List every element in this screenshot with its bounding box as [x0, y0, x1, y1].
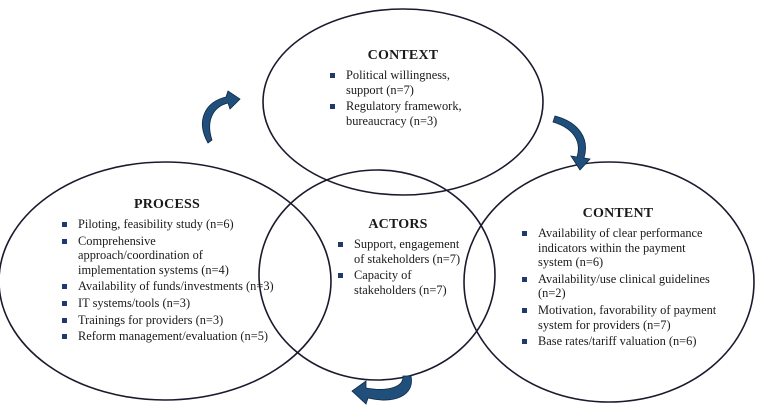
- actors-item: Capacity of stakeholders (n=7): [336, 268, 472, 297]
- content-ellipse: [463, 161, 755, 403]
- bullet-square-icon: [62, 284, 67, 290]
- process-list: Piloting, feasibility study (n=6) Compre…: [60, 217, 282, 344]
- context-ellipse: [262, 8, 544, 196]
- bullet-square-icon: [338, 242, 343, 247]
- process-block: PROCESS Piloting, feasibility study (n=6…: [60, 197, 282, 346]
- bullet-square-icon: [338, 273, 343, 279]
- content-item: Availability of clear performance indica…: [520, 226, 720, 270]
- cycle-arrow-bottom-icon: [351, 375, 412, 405]
- cycle-arrow-right-icon: [552, 115, 591, 171]
- bullet-square-icon: [330, 73, 335, 78]
- process-ellipse: [0, 161, 332, 401]
- bullet-square-icon: [330, 104, 335, 110]
- content-list: Availability of clear performance indica…: [520, 226, 720, 349]
- content-item: Base rates/tariff valuation (n=6): [520, 334, 720, 349]
- content-item: Availability/use clinical guidelines (n=…: [520, 272, 720, 301]
- bullet-square-icon: [62, 334, 67, 340]
- process-item: Piloting, feasibility study (n=6): [60, 217, 282, 232]
- actors-title: ACTORS: [368, 217, 428, 232]
- process-item: IT systems/tools (n=3): [60, 296, 282, 311]
- content-item: Motivation, favorability of payment syst…: [520, 303, 720, 332]
- context-block: CONTEXT Political willingness, support (…: [328, 48, 486, 130]
- bullet-square-icon: [522, 307, 527, 313]
- actors-list: Support, engagement of stakeholders (n=7…: [336, 237, 470, 297]
- bullet-square-icon: [62, 238, 67, 244]
- actors-block: ACTORS Support, engagement of stakeholde…: [336, 217, 470, 299]
- context-list: Political willingness, support (n=7) Reg…: [328, 68, 486, 128]
- process-item: Reform management/evaluation (n=5): [60, 329, 282, 344]
- process-item: Trainings for providers (n=3): [60, 313, 282, 328]
- process-item: Availability of funds/investments (n=3): [60, 279, 282, 294]
- cycle-arrow-top-left-icon: [202, 90, 241, 144]
- context-item: Regulatory framework, bureaucracy (n=3): [328, 99, 486, 128]
- content-title: CONTENT: [582, 206, 654, 221]
- process-title: PROCESS: [134, 197, 200, 212]
- actors-item: Support, engagement of stakeholders (n=7…: [336, 237, 472, 266]
- bullet-square-icon: [522, 231, 527, 236]
- content-block: CONTENT Availability of clear performanc…: [520, 206, 720, 351]
- bullet-square-icon: [62, 300, 67, 306]
- bullet-square-icon: [62, 317, 67, 323]
- bullet-square-icon: [522, 276, 527, 282]
- bullet-square-icon: [62, 222, 67, 227]
- context-item: Political willingness, support (n=7): [328, 68, 486, 97]
- actors-ellipse: [258, 169, 496, 381]
- bullet-square-icon: [522, 339, 527, 345]
- context-title: CONTEXT: [367, 48, 439, 63]
- process-item: Comprehensive approach/coordination of i…: [60, 234, 256, 278]
